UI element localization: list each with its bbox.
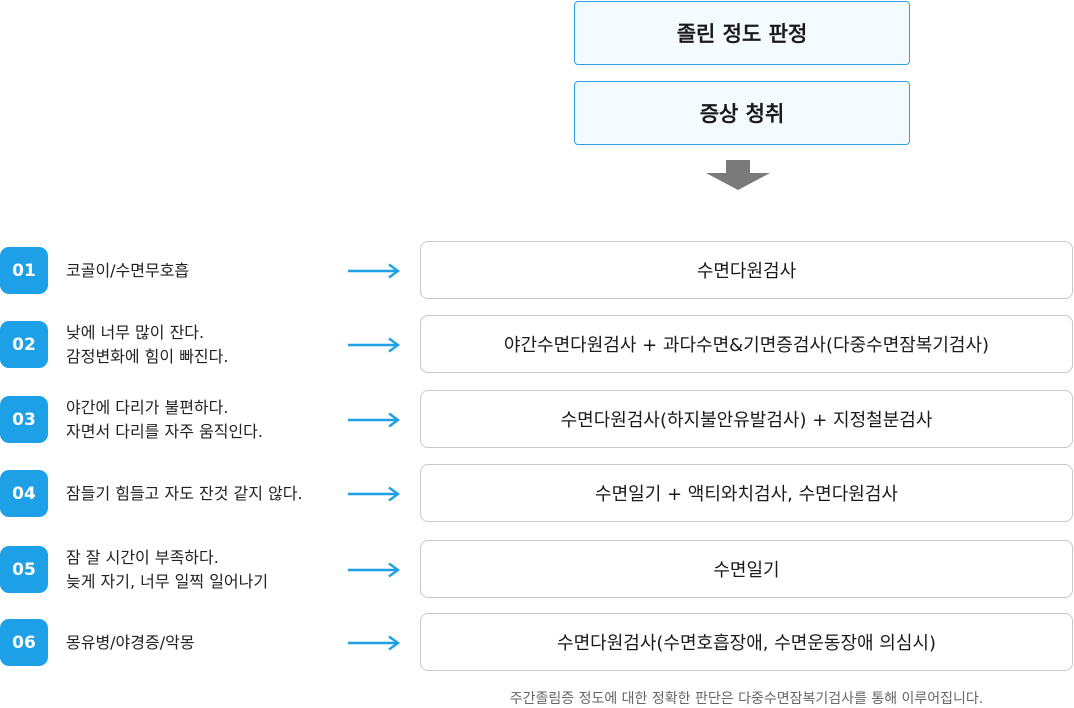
symptom-text: 야간에 다리가 불편하다. 자면서 다리를 자주 움직인다.	[66, 390, 336, 450]
test-box: 수면다원검사(하지불안유발검사) + 지정철분검사	[420, 390, 1073, 448]
symptom-text: 잠들기 힘들고 자도 잔것 같지 않다.	[66, 464, 336, 524]
symptom-line: 자면서 다리를 자주 움직인다.	[66, 422, 263, 441]
symptom-text: 코골이/수면무호흡	[66, 241, 336, 301]
symptom-row-03: 03 야간에 다리가 불편하다. 자면서 다리를 자주 움직인다. 수면다원검사…	[0, 390, 1074, 450]
step-box-sleepiness-assessment: 졸린 정도 판정	[574, 1, 910, 65]
symptom-line: 코골이/수면무호흡	[66, 261, 190, 280]
test-label: 수면일기 + 액티와치검사, 수면다원검사	[595, 484, 898, 505]
symptom-line: 야간에 다리가 불편하다.	[66, 398, 229, 417]
down-arrow-icon	[706, 160, 770, 190]
symptom-line: 잠들기 힘들고 자도 잔것 같지 않다.	[66, 484, 303, 503]
test-label: 수면다원검사(하지불안유발검사) + 지정철분검사	[560, 410, 933, 431]
test-box: 수면다원검사	[420, 241, 1073, 299]
row-number-badge: 03	[0, 396, 48, 443]
symptom-text: 몽유병/야경증/악몽	[66, 613, 336, 673]
symptom-line: 몽유병/야경증/악몽	[66, 633, 195, 652]
test-box: 수면일기	[420, 540, 1073, 598]
footnote: 주간졸림증 정도에 대한 정확한 판단은 다중수면잠복기검사를 통해 이루어집니…	[509, 691, 984, 707]
test-label: 수면다원검사	[696, 261, 797, 282]
right-arrow-icon	[348, 263, 401, 279]
step-box-symptom-interview: 증상 청취	[574, 81, 910, 145]
symptom-line: 잠 잘 시간이 부족하다.	[66, 548, 219, 567]
symptom-row-05: 05 잠 잘 시간이 부족하다. 늦게 자기, 너무 일찍 일어나기 수면일기	[0, 540, 1074, 600]
symptom-row-04: 04 잠들기 힘들고 자도 잔것 같지 않다. 수면일기 + 액티와치검사, 수…	[0, 464, 1074, 524]
right-arrow-icon	[348, 412, 401, 428]
row-number-badge: 01	[0, 247, 48, 294]
right-arrow-icon	[348, 635, 401, 651]
test-label: 수면다원검사(수면호흡장애, 수면운동장애 의심시)	[557, 633, 936, 654]
test-box: 수면다원검사(수면호흡장애, 수면운동장애 의심시)	[420, 613, 1073, 671]
row-number-badge: 05	[0, 546, 48, 593]
right-arrow-icon	[348, 486, 401, 502]
symptom-line: 감정변화에 힘이 빠진다.	[66, 347, 229, 366]
row-number-badge: 06	[0, 619, 48, 666]
symptom-line: 낮에 너무 많이 잔다.	[66, 323, 205, 342]
test-box: 수면일기 + 액티와치검사, 수면다원검사	[420, 464, 1073, 522]
symptom-row-02: 02 낮에 너무 많이 잔다. 감정변화에 힘이 빠진다. 야간수면다원검사 +…	[0, 315, 1074, 375]
test-label: 수면일기	[713, 560, 780, 581]
row-number-badge: 02	[0, 321, 48, 368]
symptom-text: 잠 잘 시간이 부족하다. 늦게 자기, 너무 일찍 일어나기	[66, 540, 336, 600]
right-arrow-icon	[348, 337, 401, 353]
step-box-label: 졸린 정도 판정	[676, 22, 808, 46]
symptom-row-01: 01 코골이/수면무호흡 수면다원검사	[0, 241, 1074, 301]
right-arrow-icon	[348, 562, 401, 578]
symptom-text: 낮에 너무 많이 잔다. 감정변화에 힘이 빠진다.	[66, 315, 336, 375]
symptom-line: 늦게 자기, 너무 일찍 일어나기	[66, 572, 269, 591]
step-box-label: 증상 청취	[699, 102, 785, 126]
test-box: 야간수면다원검사 + 과다수면&기면증검사(다중수면잠복기검사)	[420, 315, 1073, 373]
row-number-badge: 04	[0, 470, 48, 517]
symptom-row-06: 06 몽유병/야경증/악몽 수면다원검사(수면호흡장애, 수면운동장애 의심시)	[0, 613, 1074, 673]
test-label: 야간수면다원검사 + 과다수면&기면증검사(다중수면잠복기검사)	[503, 335, 990, 356]
